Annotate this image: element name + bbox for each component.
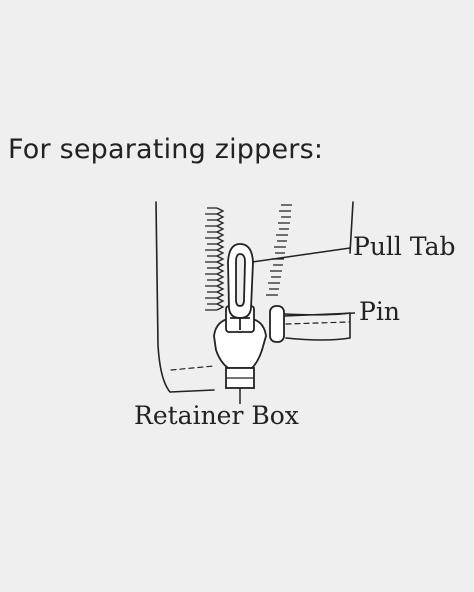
right-teeth xyxy=(266,204,292,296)
left-fabric-stitch xyxy=(170,365,215,371)
pin-label: Pin xyxy=(359,297,400,326)
pull-tab-label: Pull Tab xyxy=(353,232,456,261)
pull-tab xyxy=(227,243,254,319)
right-fabric xyxy=(349,201,354,254)
pull-tab-leader xyxy=(251,247,351,263)
retainer-box xyxy=(225,367,255,389)
left-fabric xyxy=(155,201,215,393)
pin xyxy=(269,305,285,343)
diagram-heading: For separating zippers: xyxy=(8,134,324,165)
right-fabric-stitch xyxy=(285,321,350,325)
right-fabric-lower xyxy=(283,312,351,341)
pin-leader xyxy=(283,312,356,317)
retainer-box-label: Retainer Box xyxy=(134,401,299,430)
left-teeth xyxy=(205,207,225,311)
